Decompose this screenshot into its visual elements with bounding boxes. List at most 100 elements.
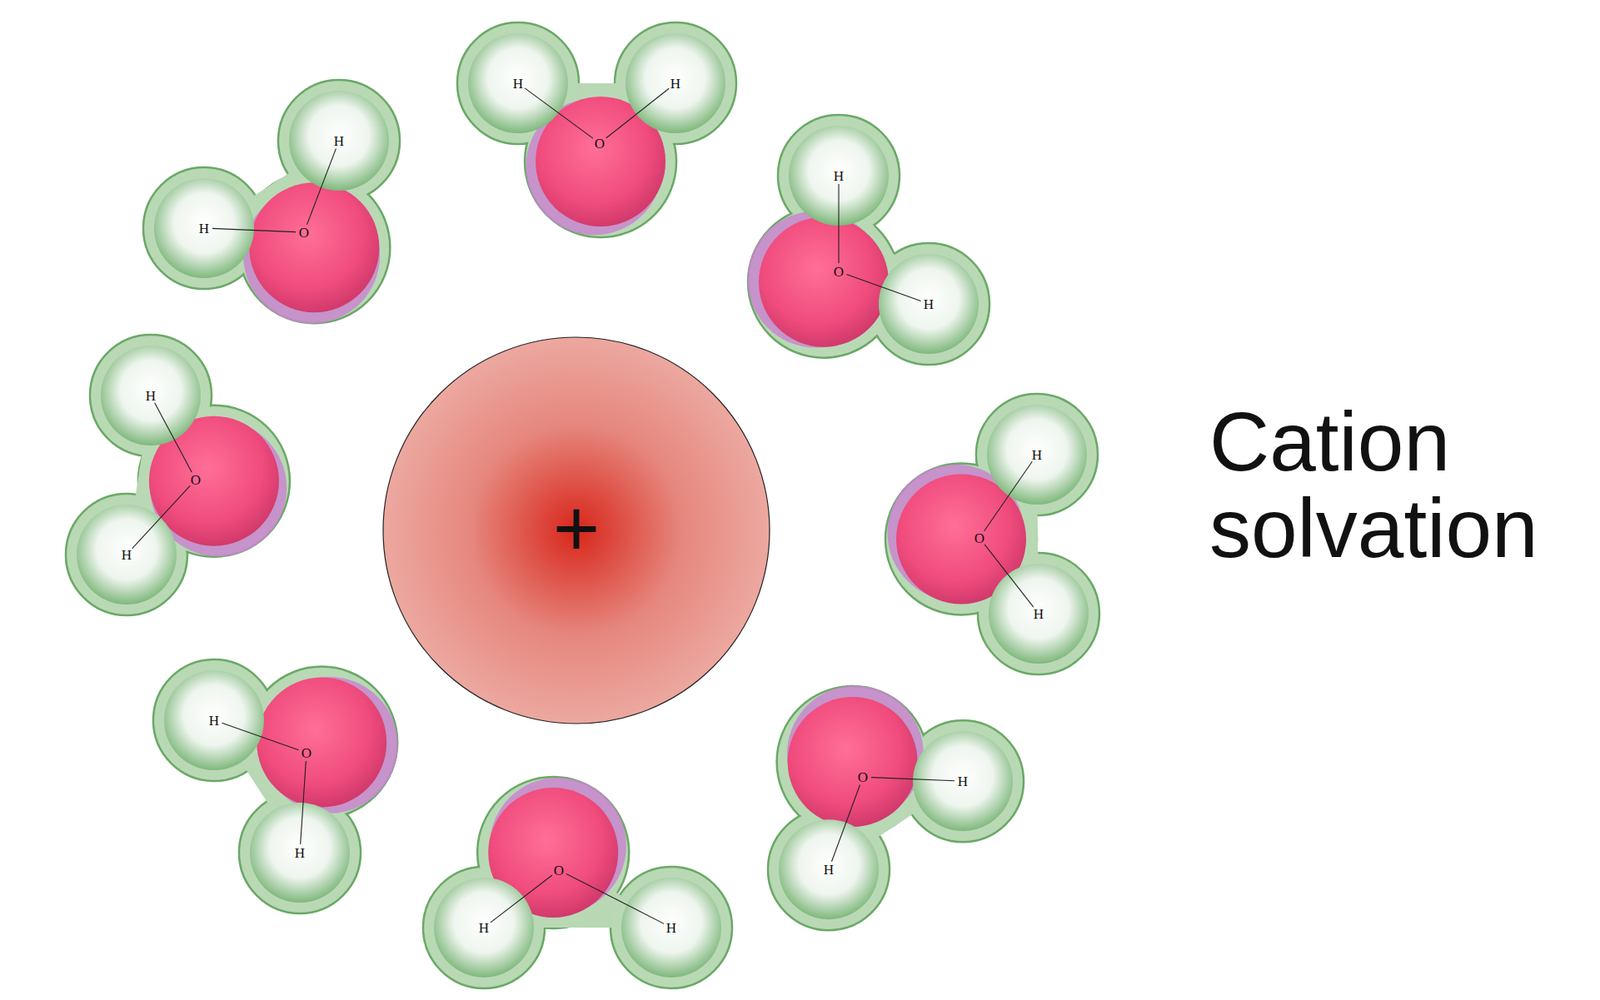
water-shape	[744, 111, 993, 369]
water-shape	[764, 682, 1027, 934]
oxygen-sphere	[249, 182, 379, 313]
cation-sphere	[383, 337, 770, 724]
cation-circle: +	[382, 336, 771, 725]
halo-outline	[423, 777, 733, 989]
halo-part	[610, 867, 733, 989]
oxygen-label: O	[857, 769, 868, 784]
hydrogen-sphere	[433, 877, 534, 978]
bond-line	[212, 228, 296, 232]
hydrogen-label: H	[199, 221, 210, 236]
hydrogen-sphere	[878, 254, 979, 354]
oxygen-label: O	[974, 531, 985, 546]
hydrogen-sphere	[986, 404, 1087, 505]
hydrogen-label: H	[833, 169, 844, 184]
hydrogen-sphere	[625, 33, 726, 134]
oxygen-label: O	[833, 264, 844, 280]
halo-fill	[769, 687, 1023, 929]
halo-part	[769, 809, 889, 929]
halo-fill	[887, 395, 1099, 674]
hydrogen-label: H	[333, 134, 344, 149]
halo-fill	[458, 24, 736, 237]
oxygen-label: O	[301, 746, 312, 761]
hydrogen-label: H	[145, 388, 156, 404]
hydrogen-label: H	[1033, 607, 1044, 622]
bond-line	[490, 875, 553, 923]
water-molecule: H O H	[882, 390, 1103, 678]
halo-part	[154, 661, 275, 781]
hydrogen-sphere	[778, 819, 879, 920]
hydrogen-label: H	[121, 548, 132, 563]
bond-line	[984, 544, 1034, 608]
hydrogen-label: H	[513, 76, 524, 91]
halo-fill	[749, 116, 989, 364]
bond-line	[846, 274, 921, 301]
halo-outline	[885, 393, 1100, 675]
halo-part	[279, 81, 399, 201]
water-molecule: H O H	[139, 76, 404, 327]
water-molecule: H O H	[149, 656, 401, 918]
halo-fill	[67, 336, 290, 615]
diagram-label: Cation solvation	[1209, 398, 1593, 572]
hydrogen-label: H	[209, 713, 220, 728]
hydrogen-sphere	[100, 345, 201, 446]
bond-line	[831, 784, 860, 862]
bond-line	[300, 761, 307, 845]
bond-line	[606, 88, 669, 139]
hydrogen-label: H	[666, 920, 677, 935]
water-shape	[139, 76, 404, 327]
halo-fill	[424, 778, 732, 988]
oxygen-label: O	[299, 225, 310, 240]
bond-line	[524, 88, 594, 139]
bond-line	[566, 874, 664, 925]
hydrogen-label: H	[923, 297, 934, 312]
hydrogen-label: H	[294, 846, 305, 861]
hydrogen-sphere	[154, 178, 255, 279]
hydrogen-label: H	[823, 862, 834, 877]
hydrogen-sphere	[249, 802, 350, 903]
bond-line	[984, 461, 1033, 532]
water-molecule: H O H	[419, 773, 736, 992]
water-molecule: H O H	[764, 682, 1027, 934]
bond-line	[132, 485, 190, 549]
hydrogen-sphere	[289, 90, 389, 191]
oxygen-label: O	[190, 473, 201, 488]
hydrogen-label: H	[957, 773, 968, 788]
oxygen-label: O	[553, 862, 564, 878]
bond-line	[221, 722, 299, 750]
water-molecule: H O H	[744, 111, 993, 369]
water-molecule: H O H	[453, 19, 740, 241]
water-shape	[62, 331, 294, 619]
charge-sign: +	[553, 488, 600, 569]
halo-part	[868, 244, 988, 364]
oxygen-sphere	[787, 697, 918, 828]
halo-fill	[144, 81, 399, 323]
hydrogen-sphere	[76, 504, 177, 605]
hydrogen-label: H	[478, 920, 489, 935]
water-shape	[882, 390, 1103, 678]
water-shape	[149, 656, 401, 918]
halo-outline	[767, 686, 1024, 931]
bond-line	[837, 184, 839, 264]
hydrogen-label: H	[670, 76, 681, 91]
halo-outline	[65, 334, 290, 616]
water-shape	[419, 773, 736, 992]
hydrogen-label: H	[1031, 448, 1042, 463]
halo-outline	[153, 659, 398, 914]
halo-part	[612, 867, 732, 987]
bond-line	[871, 777, 955, 781]
halo-fill	[154, 661, 397, 913]
oxygen-label: O	[594, 136, 605, 151]
bond-line	[307, 148, 337, 225]
hydrogen-sphere	[621, 877, 722, 978]
halo-outline	[747, 114, 990, 365]
water-molecule: H O H	[62, 331, 294, 619]
halo-outline	[457, 22, 737, 238]
hydrogen-sphere	[988, 563, 1089, 664]
bond-line	[154, 403, 193, 473]
water-shape	[453, 19, 740, 241]
hydrogen-sphere	[468, 33, 569, 134]
hydrogen-sphere	[164, 670, 265, 771]
halo-outline	[143, 79, 400, 324]
hydrogen-sphere	[912, 731, 1013, 832]
